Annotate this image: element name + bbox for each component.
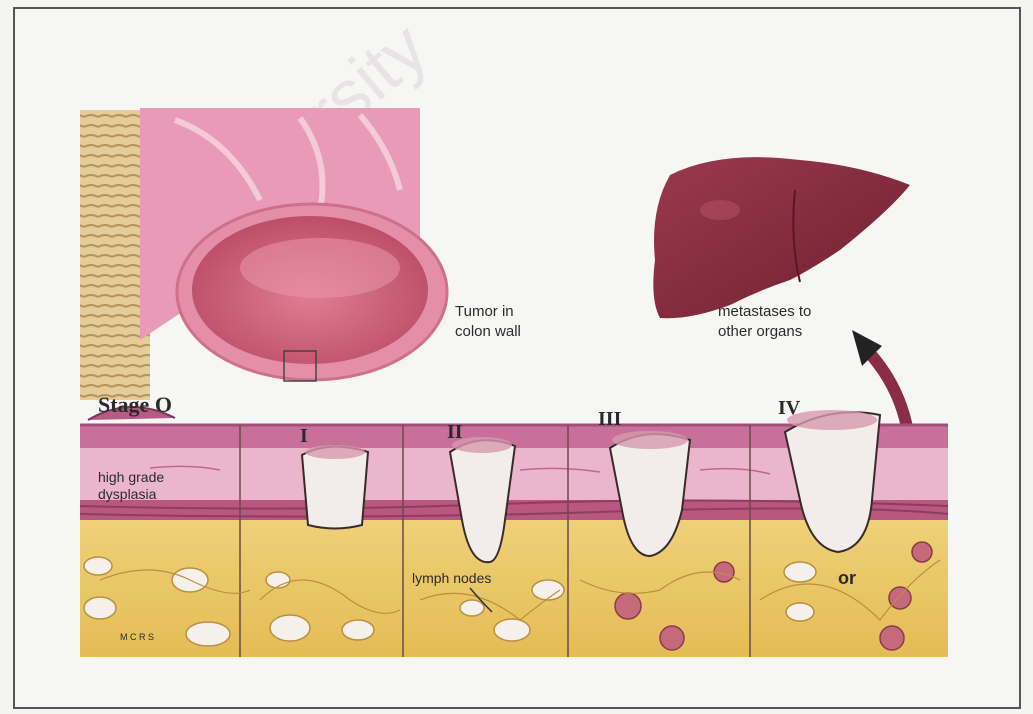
- stage-label-3: III: [598, 408, 622, 430]
- artist-signature: M C R S: [120, 632, 154, 642]
- dysplasia-label-line1: high grade: [98, 469, 164, 485]
- stage-label-4: IV: [778, 397, 801, 419]
- stage-label-1: I: [300, 425, 308, 447]
- stage-label-2: II: [447, 421, 463, 443]
- colon-illustration: [80, 108, 447, 400]
- or-label: or: [838, 568, 856, 588]
- tumor-label-line2: colon wall: [455, 323, 521, 340]
- metastases-label-line2: other organs: [718, 323, 802, 340]
- stage-label-0: Stage O: [98, 392, 172, 417]
- metastases-label-line1: metastases to: [718, 303, 811, 320]
- lymph-nodes-label: lymph nodes: [412, 570, 491, 586]
- dysplasia-label-line2: dysplasia: [98, 486, 157, 502]
- tumor-label-line1: Tumor in: [455, 303, 514, 320]
